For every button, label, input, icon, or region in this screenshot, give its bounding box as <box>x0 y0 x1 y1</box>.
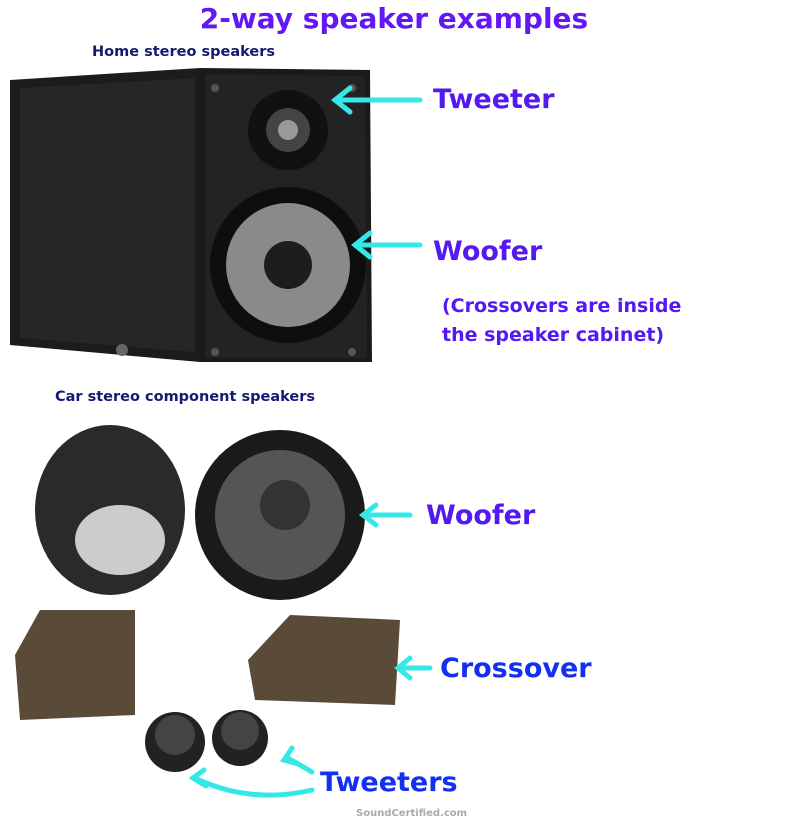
arrows <box>188 85 433 798</box>
car-heading: Car stereo component speakers <box>55 389 315 405</box>
crossover-note-line1: (Crossovers are inside <box>442 295 682 317</box>
tweeters-label: Tweeters <box>320 767 458 798</box>
car-woofers <box>35 425 365 600</box>
arrow-icon <box>358 502 413 528</box>
crossover-note-line2: the speaker cabinet) <box>442 324 665 346</box>
watermark: SoundCertified.com <box>356 808 468 819</box>
woofer-label: Woofer <box>433 236 543 267</box>
tweeter-label: Tweeter <box>433 84 555 115</box>
home-speaker-right <box>200 68 372 362</box>
arrow-icon <box>394 655 433 681</box>
arrow-icon <box>280 745 315 775</box>
arrow-icon <box>350 230 423 260</box>
home-speaker-left <box>10 68 200 362</box>
home-heading: Home stereo speakers <box>92 44 275 60</box>
car-crossovers <box>15 610 400 720</box>
arrow-icon <box>188 767 315 798</box>
car-tweeters <box>145 710 268 772</box>
car-woofer-label: Woofer <box>426 500 536 531</box>
page-title: 2-way speaker examples <box>199 2 589 35</box>
crossover-label: Crossover <box>440 653 592 684</box>
arrow-icon <box>330 85 423 115</box>
